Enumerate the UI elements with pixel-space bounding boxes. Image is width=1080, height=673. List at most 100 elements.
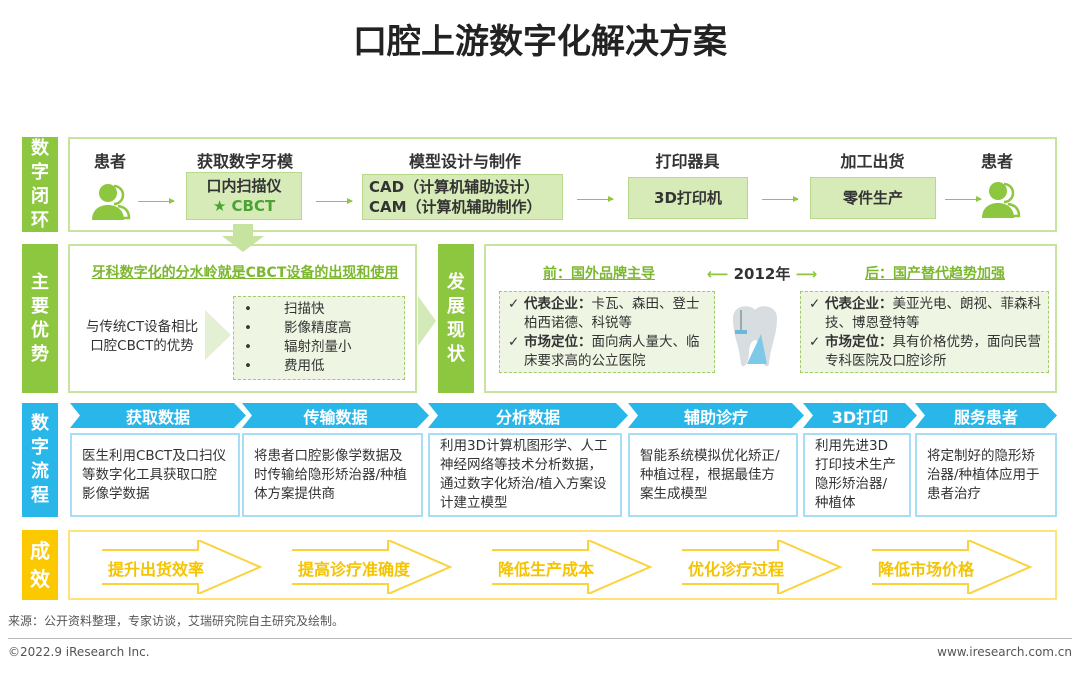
- flow-desc-text: 智能系统模拟优化矫正/种植过程，根据最佳方案生成模型: [640, 447, 780, 502]
- after-details: ✓代表企业：美亚光电、朗视、菲森科技、博恩登特等✓市场定位：具有价格优势，面向民…: [800, 291, 1049, 373]
- chevron-right-icon: [205, 310, 231, 360]
- scanner-box: 口内扫描仪 ★ CBCT: [186, 172, 302, 220]
- flow-desc-text: 利用3D计算机图形学、人工神经网络等技术分析数据，通过数字化矫治/植入方案设计建…: [440, 438, 608, 511]
- row-label-advantage-text: 主要优势: [31, 271, 49, 365]
- row-label-effect-text: 成效: [30, 539, 50, 591]
- digital-loop-panel: [68, 137, 1057, 232]
- advantage-headline: 牙科数字化的分水岭就是CBCT设备的出现和使用: [91, 265, 399, 281]
- bullet-icon: •: [244, 358, 252, 374]
- status-item-label: 市场定位：: [524, 334, 592, 350]
- row-label-flow-text: 数字流程: [31, 413, 49, 506]
- check-icon: ✓: [508, 296, 520, 312]
- advantage-item: • 辐射剂量小: [244, 338, 404, 357]
- row-label-effect: 成效: [22, 530, 58, 600]
- flow-step-3: 分析数据: [428, 403, 628, 428]
- before-title: 前：国外品牌主导: [543, 266, 655, 282]
- year-label: 2012年: [733, 265, 791, 283]
- effects-panel: [68, 530, 1057, 600]
- header-digital-model: 获取数字牙模: [196, 152, 293, 171]
- star-icon: ★: [212, 197, 227, 215]
- status-item-label: 市场定位：: [825, 334, 893, 350]
- cbct-label: CBCT: [231, 197, 276, 215]
- source-note: 来源：公开资料整理，专家访谈，艾瑞研究院自主研究及绘制。: [8, 614, 345, 628]
- status-item-label: 代表企业：: [524, 296, 592, 312]
- status-item-text: 面向病人量大、临床要求高的公立医院: [524, 334, 700, 369]
- check-icon: ✓: [809, 296, 821, 312]
- patient-icon: [982, 182, 1021, 218]
- status-item-text: 具有价格优势，面向民营专科医院及口腔诊所: [825, 334, 1041, 369]
- cam-label: CAM（计算机辅助制作）: [369, 198, 542, 216]
- row-label-status-text: 发展现状: [447, 271, 465, 365]
- arrow-right-icon: ⟶: [790, 265, 818, 283]
- effect-label: 提升出货效率: [108, 560, 205, 579]
- bullet-icon: •: [244, 320, 252, 336]
- check-icon: ✓: [809, 334, 821, 350]
- flow-step-1: 获取数据: [70, 403, 246, 428]
- advantage-panel: [68, 244, 417, 393]
- flow-desc-1: 医生利用CBCT及口扫仪等数字化工具获取口腔影像学数据: [70, 433, 240, 517]
- arrow-icon: [316, 198, 353, 204]
- effect-arrow-icon: [492, 540, 653, 594]
- header-model-design: 模型设计与制作: [408, 152, 521, 171]
- advantage-item-text: 辐射剂量小: [284, 339, 352, 355]
- arrow-icon: [138, 198, 175, 204]
- flow-desc-2: 将患者口腔影像学数据及时传输给隐形矫治器/种植体方案提供商: [242, 433, 423, 517]
- row-label-loop: 数字闭环: [22, 137, 58, 232]
- cad-cam-box: CAD（计算机辅助设计） CAM（计算机辅助制作）: [362, 174, 563, 220]
- effect-arrow-icon: [292, 540, 453, 594]
- flow-step-6: 服务患者: [915, 403, 1057, 428]
- flow-step-5: 3D打印: [803, 403, 917, 428]
- flow-step-2: 传输数据: [242, 403, 429, 428]
- flow-desc-text: 医生利用CBCT及口扫仪等数字化工具获取口腔影像学数据: [82, 447, 227, 502]
- status-panel: [484, 244, 1057, 393]
- row-label-advantage: 主要优势: [22, 244, 58, 393]
- status-item: ✓市场定位：面向病人量大、临床要求高的公立医院: [508, 333, 708, 371]
- flow-desc-text: 将定制好的隐形矫治器/种植体应用于患者治疗: [927, 447, 1040, 502]
- effect-label: 降低生产成本: [498, 560, 595, 579]
- effect-arrow-icon: [102, 540, 263, 594]
- parts-box: 零件生产: [810, 177, 936, 219]
- chevron-right-icon: [418, 296, 436, 346]
- bullet-icon: •: [244, 339, 252, 355]
- advantage-item-text: 影像精度高: [284, 320, 352, 336]
- header-shipping: 加工出货: [840, 152, 905, 171]
- patient-icon: [92, 184, 131, 220]
- status-item-text: 美亚光电、朗视、菲森科技、博恩登特等: [825, 296, 1041, 331]
- down-arrow-icon: [222, 224, 264, 252]
- advantage-item: • 影像精度高: [244, 319, 404, 338]
- flow-desc-6: 将定制好的隐形矫治器/种植体应用于患者治疗: [915, 433, 1057, 517]
- status-item: ✓代表企业：美亚光电、朗视、菲森科技、博恩登特等: [809, 295, 1042, 333]
- compare-line: 口腔CBCT的优势: [90, 338, 194, 354]
- row-label-flow: 数字流程: [22, 403, 58, 517]
- copyright: ©2022.9 iResearch Inc.: [8, 645, 150, 659]
- row-label-loop-text: 数字闭环: [31, 137, 49, 231]
- before-details: ✓代表企业：卡瓦、森田、登士柏西诺德、科锐等✓市场定位：面向病人量大、临床要求高…: [499, 291, 715, 373]
- flow-step-4: 辅助诊疗: [628, 403, 804, 428]
- bullet-icon: •: [244, 301, 252, 317]
- arrow-left-icon: ⟵: [706, 265, 734, 283]
- cad-label: CAD（计算机辅助设计）: [369, 178, 540, 196]
- printer-box: 3D打印机: [628, 177, 748, 219]
- after-title: 后：国产替代趋势加强: [865, 266, 1005, 282]
- header-patient-end: 患者: [980, 152, 1013, 171]
- advantage-item-text: 费用低: [284, 358, 325, 374]
- row-label-status: 发展现状: [438, 244, 474, 393]
- tooth-illustration-icon: [733, 306, 777, 367]
- advantage-list: •扫描快•影像精度高•辐射剂量小•费用低: [233, 296, 405, 380]
- effect-arrow-icon: [682, 540, 843, 594]
- website: www.iresearch.com.cn: [937, 645, 1072, 659]
- arrow-icon: [762, 196, 799, 202]
- year-marker: ⟵ 2012年 ⟶: [692, 263, 832, 284]
- flow-desc-5: 利用先进3D打印技术生产隐形矫治器/种植体: [803, 433, 911, 517]
- flow-desc-3: 利用3D计算机图形学、人工神经网络等技术分析数据，通过数字化矫治/植入方案设计建…: [428, 433, 622, 517]
- advantage-item: •扫描快: [244, 300, 404, 319]
- effect-label: 降低市场价格: [878, 560, 975, 579]
- arrow-icon: [577, 196, 614, 202]
- advantage-item: • 费用低: [244, 357, 404, 376]
- effect-label: 优化诊疗过程: [688, 560, 785, 579]
- flow-desc-text: 利用先进3D打印技术生产隐形矫治器/种植体: [815, 438, 896, 511]
- flow-desc-text: 将患者口腔影像学数据及时传输给隐形矫治器/种植体方案提供商: [254, 447, 408, 502]
- status-item-text: 卡瓦、森田、登士柏西诺德、科锐等: [524, 296, 700, 331]
- arrow-icon: [945, 196, 982, 202]
- header-patient: 患者: [93, 152, 126, 171]
